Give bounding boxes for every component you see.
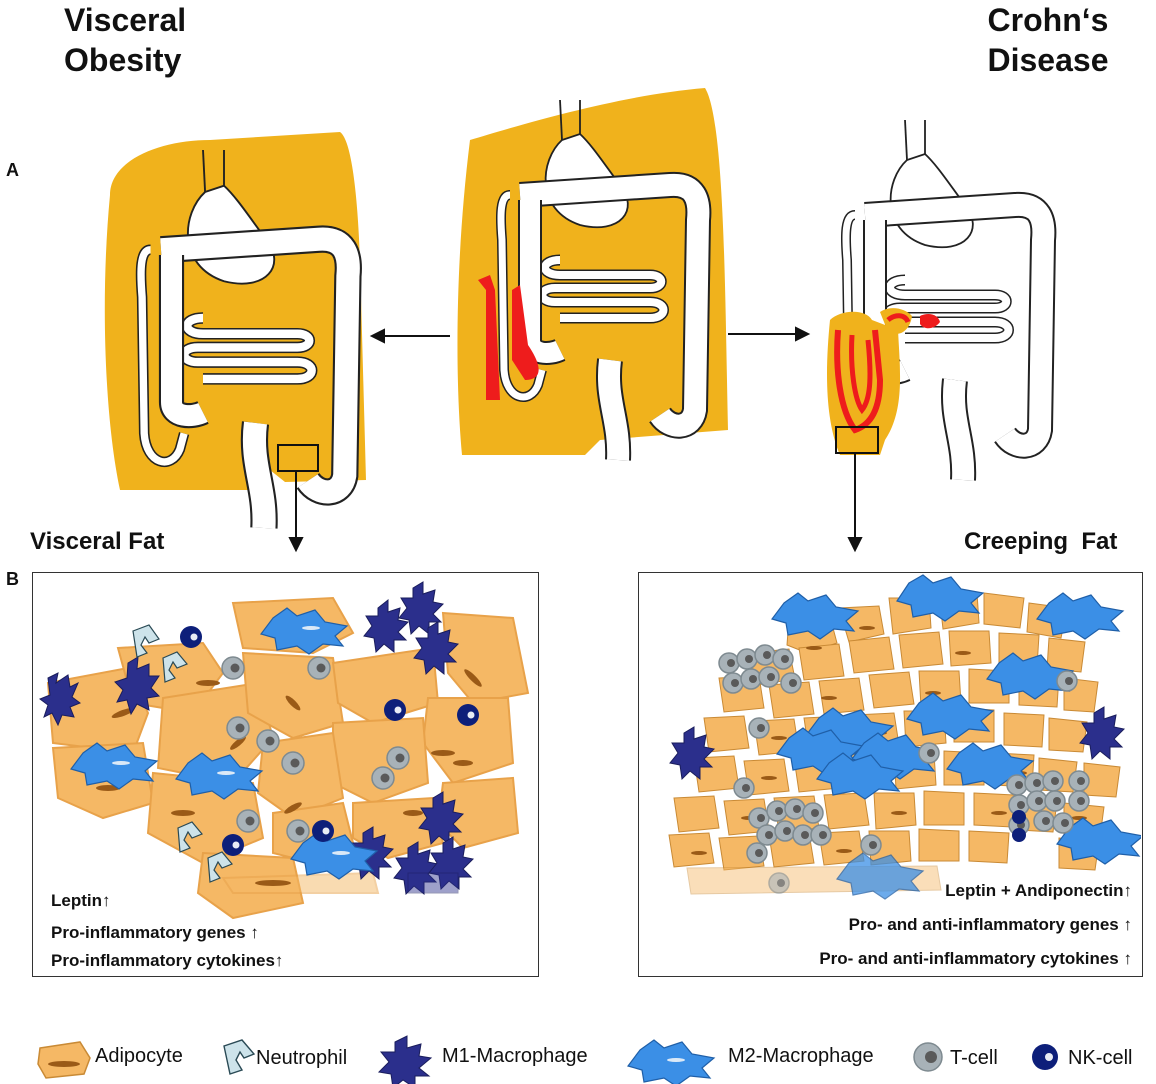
m2-macrophages xyxy=(770,574,1141,900)
panel-label-a: A xyxy=(6,160,19,180)
adipocyte-nuclei xyxy=(96,669,482,886)
creeping-fat-panel: Leptin + Andiponectin↑ Pro- and anti-inf… xyxy=(638,572,1143,977)
left-cytokines-arrow: ↑ xyxy=(274,951,284,970)
visceral-fat-panel: Leptin↑ Pro-inflammatory genes ↑ Pro-inf… xyxy=(32,572,539,977)
left-genes-arrow: ↑ xyxy=(250,923,259,942)
right-title-line1: Crohn‘s xyxy=(987,2,1109,38)
left-cytokines-text: Pro-inflammatory cytokines xyxy=(51,951,275,970)
m2-macrophages xyxy=(69,607,379,880)
right-title: Crohn‘s Disease xyxy=(968,0,1128,80)
intestine-illustrations xyxy=(104,0,1156,553)
left-cytokines-line: Pro-inflammatory cytokines↑ xyxy=(51,951,283,971)
legend-nk-cell-label: NK-cell xyxy=(1068,1047,1133,1069)
left-title: Visceral Obesity xyxy=(64,0,186,80)
legend-neutrophil-label: Neutrophil xyxy=(256,1047,348,1069)
right-subtitle: Creeping Fat xyxy=(964,528,1118,555)
center-gut xyxy=(457,88,728,460)
creeping-fat-sample-box xyxy=(835,426,879,454)
left-title-line1: Visceral xyxy=(64,2,187,38)
m2-nuclei xyxy=(112,626,350,855)
m1-macrophage-icon xyxy=(377,1035,433,1084)
right-cytokines-arrow: ↑ xyxy=(1123,949,1133,968)
legend-icons xyxy=(37,1035,1058,1084)
nk-cell-icon xyxy=(1032,1044,1058,1070)
right-leptin-text: Leptin + Andiponectin xyxy=(945,881,1124,900)
m1-macrophages xyxy=(669,706,1126,781)
left-genes-text: Pro-inflammatory genes xyxy=(51,923,251,942)
m1-macrophages xyxy=(38,581,475,896)
left-title-line2: Obesity xyxy=(64,42,182,78)
left-subtitle: Visceral Fat xyxy=(30,528,165,555)
right-cytokines-text: Pro- and anti-inflammatory cytokines xyxy=(819,949,1124,968)
t-cell-icon xyxy=(913,1042,943,1072)
right-title-line2: Disease xyxy=(987,42,1109,78)
right-genes-arrow: ↑ xyxy=(1123,915,1133,934)
nk-cells xyxy=(180,626,479,856)
legend-m2-macrophage-label: M2-Macrophage xyxy=(728,1045,874,1067)
left-leptin-arrow: ↑ xyxy=(102,891,111,910)
arrows xyxy=(288,326,863,553)
legend-m1-macrophage-label: M1-Macrophage xyxy=(442,1045,588,1067)
panel-label-b: B xyxy=(6,569,19,589)
adipocyte-icon xyxy=(37,1041,91,1079)
visceral-fat-sample-box xyxy=(277,444,319,472)
neutrophil-icon xyxy=(223,1039,256,1075)
left-leptin-text: Leptin xyxy=(51,891,102,910)
crohns-gut xyxy=(827,120,1043,480)
right-genes-text: Pro- and anti-inflammatory genes xyxy=(848,915,1124,934)
m2-macrophage-icon xyxy=(626,1039,716,1084)
nk-cells xyxy=(1012,810,1026,842)
creeping-fat-tissue xyxy=(668,574,1141,900)
legend-t-cell-label: T-cell xyxy=(950,1047,998,1069)
t-cells xyxy=(221,656,410,843)
right-leptin-arrow: ↑ xyxy=(1123,881,1133,900)
right-cytokines-line: Pro- and anti-inflammatory cytokines ↑ xyxy=(819,949,1132,969)
left-genes-line: Pro-inflammatory genes ↑ xyxy=(51,923,259,943)
visceral-fat-tissue xyxy=(38,581,530,920)
right-leptin-line: Leptin + Andiponectin↑ xyxy=(945,881,1132,901)
visceral-obesity-gut xyxy=(104,132,366,528)
t-cells xyxy=(718,644,1090,894)
legend: Adipocyte Neutrophil M1-Macrophage M2-Ma… xyxy=(0,1030,1156,1084)
neutrophils xyxy=(132,624,233,883)
left-leptin-line: Leptin↑ xyxy=(51,891,111,911)
legend-adipocyte-label: Adipocyte xyxy=(95,1045,183,1067)
right-genes-line: Pro- and anti-inflammatory genes ↑ xyxy=(849,915,1132,935)
